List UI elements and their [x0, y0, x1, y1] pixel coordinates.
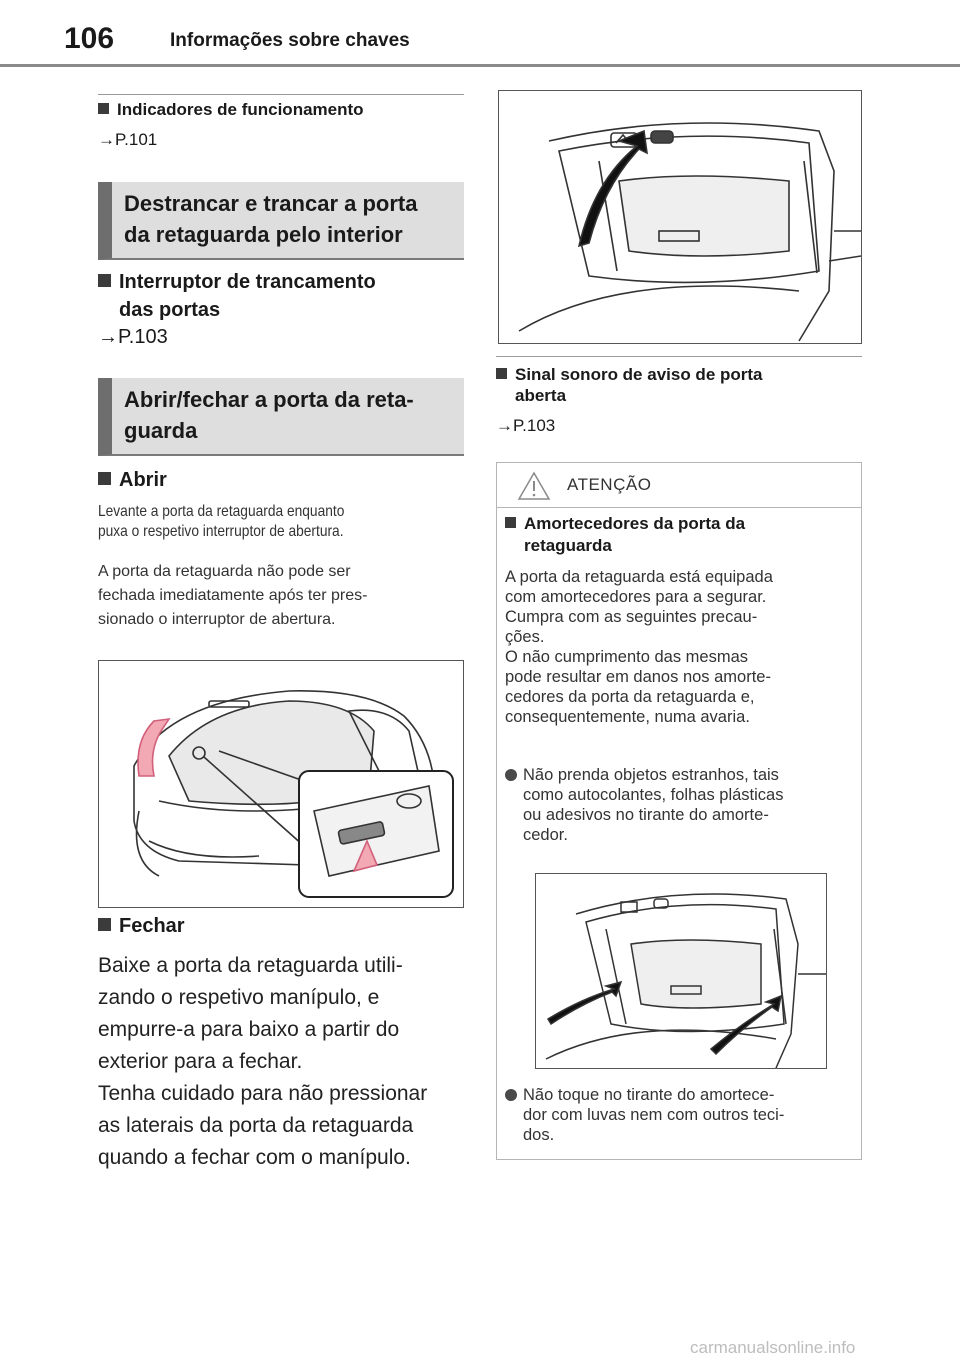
square-bullet-icon: [98, 918, 111, 931]
open-heading: Abrir: [98, 466, 167, 494]
warning-bullet-2: Não toque no tirante do amortece- dor co…: [505, 1085, 855, 1145]
banner-unlock-section: Destrancar e trancar a porta da retaguar…: [98, 182, 464, 260]
header-rule: [0, 64, 960, 67]
square-bullet-icon: [98, 103, 109, 114]
section-rule: [496, 356, 862, 357]
buzzer-ref-link[interactable]: →P.103: [496, 416, 556, 435]
round-bullet-icon: [505, 769, 517, 781]
door-switch-heading: Interruptor de trancamento das portas: [98, 268, 376, 324]
section-rule: [98, 94, 464, 95]
round-bullet-icon: [505, 1089, 517, 1101]
indicators-heading: Indicadores de funcionamento: [98, 100, 364, 120]
close-instruction: Baixe a porta da retaguarda utili- zando…: [98, 954, 403, 1073]
warning-box: ATENÇÃO Amortecedores da porta da retagu…: [496, 462, 862, 1160]
chapter-title: Informações sobre chaves: [170, 30, 410, 51]
damper-rod-illustration: [535, 873, 827, 1069]
back-door-open-illustration: [98, 660, 464, 908]
interior-switch-illustration: [498, 90, 862, 344]
warning-header: ATENÇÃO: [497, 463, 861, 508]
watermark: carmanualsonline.info: [690, 1338, 856, 1357]
warning-bullet-1: Não prenda objetos estranhos, tais como …: [505, 765, 855, 845]
warning-heading: Amortecedores da porta da retaguarda: [505, 513, 745, 557]
close-caution: Tenha cuidado para não pressionar as lat…: [98, 1082, 428, 1169]
square-bullet-icon: [98, 274, 111, 287]
banner-open-close-section: Abrir/fechar a porta da reta- guarda: [98, 378, 464, 456]
door-switch-ref-link[interactable]: →P.103: [98, 326, 168, 348]
warning-triangle-icon: [517, 471, 551, 500]
page-number: 106: [64, 22, 115, 55]
warning-intro: A porta da retaguarda está equipada com …: [505, 568, 773, 726]
warning-label: ATENÇÃO: [567, 475, 652, 494]
square-bullet-icon: [496, 368, 507, 379]
open-note: A porta da retaguarda não pode ser fecha…: [98, 563, 368, 628]
indicators-ref-link[interactable]: →P.101: [98, 130, 158, 149]
square-bullet-icon: [98, 472, 111, 485]
buzzer-heading: Sinal sonoro de aviso de porta aberta: [496, 364, 763, 406]
open-instruction: Levante a porta da retaguarda enquanto p…: [98, 503, 345, 540]
square-bullet-icon: [505, 517, 516, 528]
close-heading: Fechar: [98, 912, 185, 940]
